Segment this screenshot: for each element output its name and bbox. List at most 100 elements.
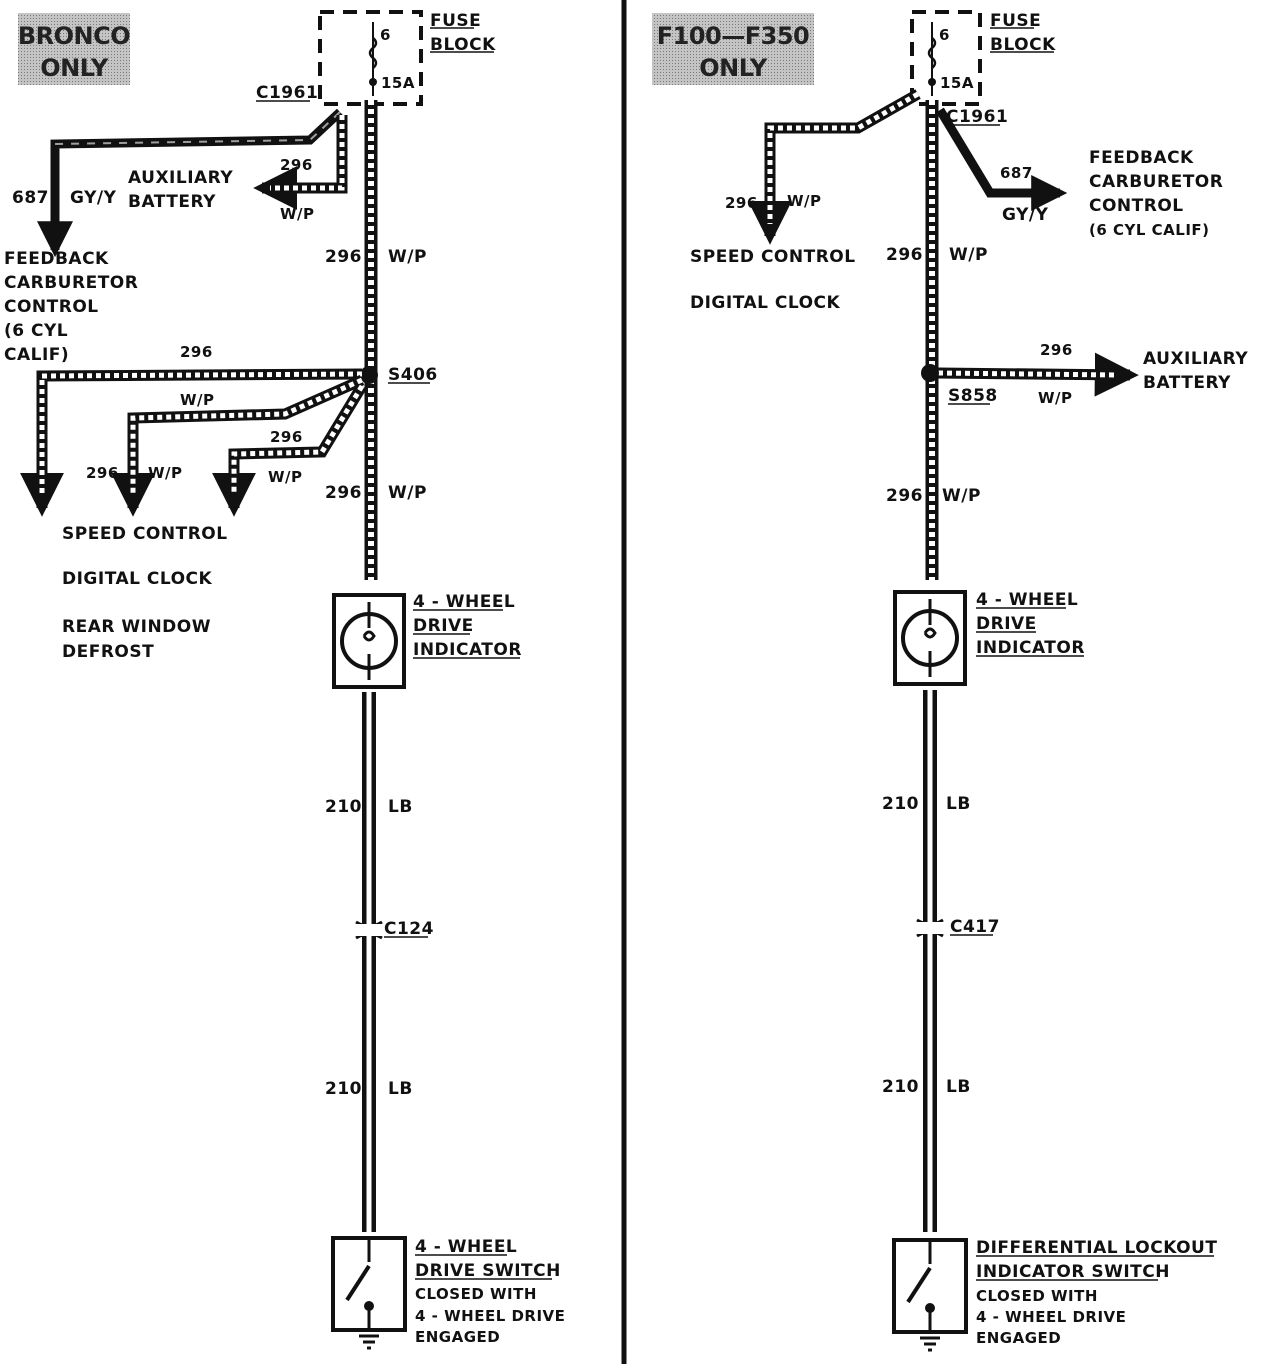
left-fuse-terminal	[369, 78, 377, 86]
left-aux-color: W/P	[280, 205, 315, 223]
left-210a-circuit: 210	[325, 797, 362, 817]
right-wire-687	[936, 107, 1068, 211]
left-branch-c5: W/P	[148, 464, 183, 482]
left-dest-digital-clock: DIGITAL CLOCK	[62, 569, 213, 589]
right-switch-l2: INDICATOR SWITCH	[976, 1262, 1170, 1282]
right-fuse-element	[927, 37, 937, 69]
right-panel: F100—F350 ONLY 6 15A FUSE BLOCK C1961 29…	[652, 10, 1248, 1352]
left-feed-color: GY/Y	[70, 188, 117, 208]
right-switch-contact-icon	[906, 1266, 932, 1304]
right-indicator-l1: 4 - WHEEL	[976, 590, 1078, 610]
right-210a-color: LB	[946, 794, 971, 814]
right-lower-color: W/P	[942, 486, 981, 506]
left-fuse-label2: BLOCK	[430, 35, 496, 55]
right-fuse-terminal	[928, 78, 936, 86]
left-dest-defrost: DEFROST	[62, 642, 154, 662]
left-main-circuit: 296	[325, 247, 362, 267]
right-210b-color: LB	[946, 1077, 971, 1097]
left-dest-speed-control: SPEED CONTROL	[62, 524, 228, 544]
left-feed-dest3: CONTROL	[4, 297, 99, 317]
left-connector-c124: C124	[384, 919, 434, 939]
right-branch-color: W/P	[787, 192, 822, 210]
left-panel: BRONCO ONLY 6 15A FUSE BLOCK C1961 687 G…	[4, 10, 565, 1350]
left-indicator-l3: INDICATOR	[413, 640, 522, 660]
right-fuse-rating: 15A	[940, 74, 974, 92]
left-indicator-l2: DRIVE	[413, 616, 474, 636]
left-feed-dest1: FEEDBACK	[4, 249, 109, 269]
right-lower-circuit: 296	[886, 486, 923, 506]
left-fuse-rating: 15A	[381, 74, 415, 92]
right-feed-circuit: 687	[1000, 164, 1033, 182]
left-badge-line2: ONLY	[40, 54, 109, 82]
right-switch-l5: ENGAGED	[976, 1329, 1061, 1347]
right-feed-color: GY/Y	[1002, 205, 1049, 225]
left-ground-icon	[355, 1306, 383, 1350]
right-wire-296-branch	[748, 89, 921, 245]
right-badge	[652, 13, 814, 85]
right-splice-label: S858	[948, 386, 998, 406]
left-lower-circuit: 296	[325, 483, 362, 503]
right-fuse-label2: BLOCK	[990, 35, 1056, 55]
left-feed-dest2: CARBURETOR	[4, 273, 138, 293]
right-splice-s858	[921, 364, 939, 382]
left-wire-296-aux	[253, 115, 348, 210]
right-main-circuit: 296	[886, 245, 923, 265]
right-aux-dest1: AUXILIARY	[1143, 349, 1248, 369]
left-branch-c3: 296	[270, 428, 303, 446]
left-switch-l4: 4 - WHEEL DRIVE	[415, 1307, 565, 1325]
right-fuse-label1: FUSE	[990, 11, 1041, 31]
left-connector-c1961: C1961	[256, 83, 318, 103]
right-main-color: W/P	[949, 245, 988, 265]
left-feed-circuit: 687	[12, 188, 49, 208]
left-switch-l5: ENGAGED	[415, 1328, 500, 1346]
right-dest-digital-clock: DIGITAL CLOCK	[690, 293, 841, 313]
left-lower-color: W/P	[388, 483, 427, 503]
right-connector-c417: C417	[950, 917, 1000, 937]
left-210b-color: LB	[388, 1079, 413, 1099]
right-switch-l4: 4 - WHEEL DRIVE	[976, 1308, 1126, 1326]
right-switch-l1: DIFFERENTIAL LOCKOUT	[976, 1238, 1217, 1258]
left-splice-s406	[360, 366, 378, 384]
left-switch-l1: 4 - WHEEL	[415, 1237, 517, 1257]
right-badge-line1: F100—F350	[657, 22, 809, 50]
left-210a-color: LB	[388, 797, 413, 817]
right-aux-color: W/P	[1038, 389, 1073, 407]
right-aux-dest2: BATTERY	[1143, 373, 1231, 393]
left-feed-dest4: (6 CYL	[4, 321, 68, 341]
left-fuse-label1: FUSE	[430, 11, 481, 31]
right-switch-l3: CLOSED WITH	[976, 1287, 1098, 1305]
left-branch-1	[20, 368, 363, 517]
right-badge-line2: ONLY	[699, 54, 768, 82]
left-aux-dest2: BATTERY	[128, 192, 216, 212]
left-dest-rear-window: REAR WINDOW	[62, 617, 211, 637]
left-branch-c2: W/P	[180, 391, 215, 409]
right-feed-dest3: CONTROL	[1089, 196, 1184, 216]
right-ground-icon	[916, 1308, 944, 1352]
left-splice-label: S406	[388, 365, 438, 385]
left-fuse-element	[368, 37, 378, 69]
left-badge-line1: BRONCO	[18, 22, 130, 50]
left-fuse-number: 6	[380, 26, 391, 44]
right-210a-circuit: 210	[882, 794, 919, 814]
left-210b-circuit: 210	[325, 1079, 362, 1099]
left-badge	[18, 13, 130, 85]
right-fuse-number: 6	[939, 26, 950, 44]
left-branch-3	[212, 383, 367, 517]
left-branch-2	[111, 374, 365, 517]
left-branch-c1: 296	[180, 343, 213, 361]
right-210b-circuit: 210	[882, 1077, 919, 1097]
left-aux-circuit: 296	[280, 156, 313, 174]
left-feed-dest5: CALIF)	[4, 345, 69, 365]
right-fuse-block	[910, 10, 982, 106]
right-feed-dest4: (6 CYL CALIF)	[1089, 221, 1210, 239]
right-feed-dest2: CARBURETOR	[1089, 172, 1223, 192]
right-indicator-l2: DRIVE	[976, 614, 1037, 634]
right-branch-circuit: 296	[725, 194, 758, 212]
left-indicator-l1: 4 - WHEEL	[413, 592, 515, 612]
left-switch-l2: DRIVE SWITCH	[415, 1261, 561, 1281]
left-branch-c4: 296	[86, 464, 119, 482]
right-connector-c1961: C1961	[946, 107, 1008, 127]
left-branch-c6: W/P	[268, 468, 303, 486]
